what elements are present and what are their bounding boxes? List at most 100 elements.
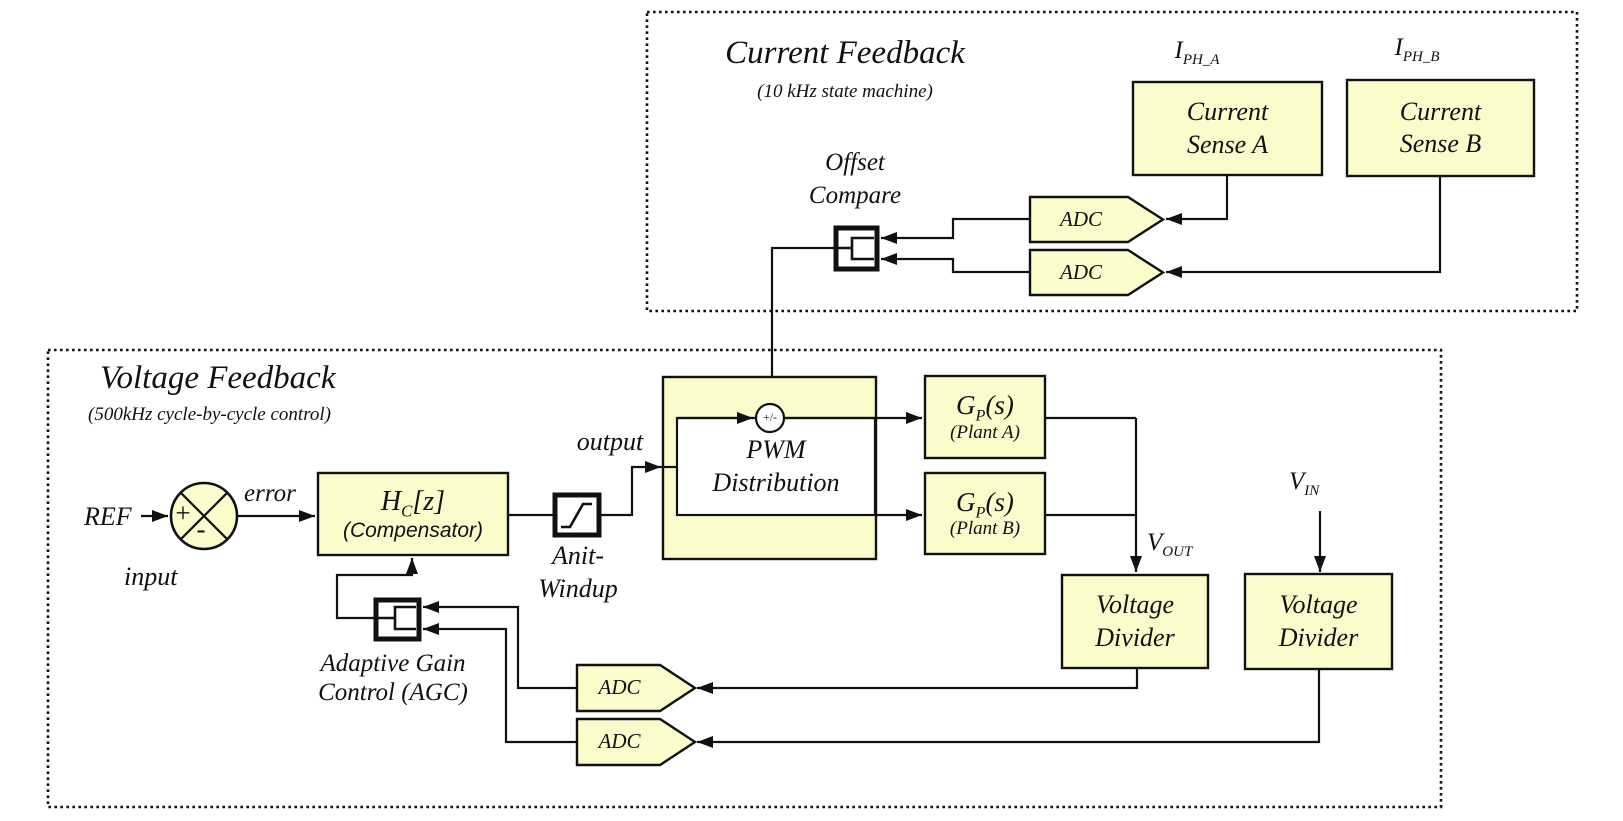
- plant-b-label: GP(s) (Plant B): [925, 473, 1045, 554]
- vin-main: V: [1289, 468, 1305, 495]
- offset-compare-label: Offset Compare: [790, 146, 920, 212]
- vd-in-line1: Voltage: [1279, 590, 1358, 619]
- anti-windup-line2: Windup: [538, 573, 618, 603]
- agc-line2: Control (AGC): [318, 679, 468, 706]
- sum-plus-sign: +: [175, 498, 191, 528]
- wire-adc-a-to-offset-compare: [881, 217, 1030, 244]
- current-sense-b-line1: Current: [1399, 96, 1482, 126]
- wire-antiwindup-to-pwm: [601, 461, 661, 517]
- label-iph-b: IPH_B: [1352, 33, 1482, 65]
- agc-line1: Adaptive Gain: [320, 650, 466, 677]
- label-vout: VOUT: [1147, 528, 1193, 560]
- plant-a-box: [923, 374, 1047, 460]
- voltage-divider-in-label: Voltage Divider: [1245, 574, 1392, 669]
- plant-b-caption: (Plant B): [949, 518, 1021, 540]
- current-feedback-section-border: [645, 10, 1579, 313]
- compensator-caption: (Compensator): [342, 519, 484, 543]
- voltage-feedback-title: Voltage Feedback: [100, 360, 336, 396]
- iph-a-main: I: [1174, 37, 1183, 64]
- voltage-divider-out-label: Voltage Divider: [1062, 575, 1208, 668]
- plant-b-rest: (s): [985, 486, 1014, 517]
- pwm-sum-sign: +/-: [762, 410, 778, 424]
- iph-a-sub: PH_A: [1182, 52, 1220, 68]
- iph-b-sub: PH_B: [1402, 49, 1440, 65]
- pwm-line1: PWM: [746, 435, 806, 464]
- current-feedback-title: Current Feedback: [725, 35, 965, 71]
- offset-compare-line1: Offset: [825, 149, 885, 176]
- vin-sub: IN: [1304, 483, 1320, 499]
- voltage-feedback-section-border: [46, 348, 1443, 809]
- agc-label: Adaptive Gain Control (AGC): [302, 649, 484, 707]
- plant-a-rest: (s): [985, 390, 1014, 421]
- plant-a-label: GP(s) (Plant A): [925, 376, 1045, 458]
- wire-offset-compare-to-pwm: [770, 246, 834, 376]
- offset-compare-glyph: [834, 236, 874, 261]
- adc-current-a-shape: [1028, 195, 1166, 244]
- voltage-divider-in-box: [1243, 572, 1394, 671]
- current-sense-a-line1: Current: [1186, 97, 1269, 126]
- compensator-formula: HC[z]: [381, 485, 445, 519]
- adc-current-b-label: ADC: [1060, 259, 1102, 284]
- current-sense-a-line2: Sense A: [1186, 129, 1269, 159]
- adc-current-a-label: ADC: [1060, 206, 1102, 231]
- compensator-box: [316, 471, 510, 557]
- wire-divider-out-to-adc1: [697, 668, 1139, 694]
- adc-current-b-shape: [1028, 248, 1166, 297]
- compensator-rest: [z]: [412, 485, 446, 517]
- vd-in-line2: Divider: [1278, 622, 1359, 652]
- wire-sense-a-to-adc: [1166, 175, 1229, 225]
- pwm-distribution-label: PWM Distribution: [677, 418, 875, 515]
- current-feedback-subtitle: (10 kHz state machine): [757, 81, 933, 102]
- current-sense-b-line2: Sense B: [1399, 129, 1482, 158]
- plant-b-sub: P: [975, 503, 986, 522]
- pwm-line2: Distribution: [712, 467, 840, 497]
- current-sense-b-box: [1345, 78, 1536, 178]
- adc-voltage-1-shape: [575, 663, 698, 713]
- anti-windup-line1: Anit-: [552, 541, 604, 570]
- iph-b-main: I: [1394, 34, 1403, 61]
- compensator-sub: C: [401, 501, 413, 521]
- anti-windup-label: Anit- Windup: [512, 540, 644, 605]
- sum-minus-sign: -: [196, 514, 206, 544]
- plant-b-formula: GP(s): [956, 486, 1014, 522]
- wire-adc1-to-agc: [423, 601, 577, 690]
- output-label: output: [576, 427, 644, 456]
- vd-out-line1: Voltage: [1096, 590, 1174, 619]
- compensator-main: H: [380, 485, 402, 517]
- compensator-label: HC[z] (Compensator): [318, 473, 508, 555]
- vout-sub: OUT: [1162, 544, 1193, 560]
- pwm-sum-circle: [754, 402, 786, 434]
- input-label: input: [124, 562, 178, 591]
- voltage-feedback-subtitle: (500kHz cycle-by-cycle control): [88, 404, 331, 425]
- plant-b-main: G: [956, 486, 976, 517]
- error-label: error: [244, 480, 296, 507]
- ref-label: REF: [84, 502, 132, 531]
- wire-sense-b-to-adc: [1166, 176, 1442, 278]
- voltage-divider-out-box: [1060, 573, 1210, 670]
- wire-agc-to-compensator: [335, 558, 418, 620]
- label-vin: VIN: [1289, 467, 1320, 499]
- plant-a-sub: P: [975, 406, 986, 425]
- function-glyphs: [372, 236, 874, 631]
- vd-out-line2: Divider: [1095, 622, 1175, 652]
- current-sense-b-label: Current Sense B: [1347, 80, 1534, 176]
- agc-glyph: [372, 605, 416, 631]
- plant-a-formula: GP(s): [956, 389, 1014, 423]
- adc-voltage-2-shape: [575, 717, 698, 767]
- wire-divider-in-to-adc2: [697, 669, 1321, 748]
- current-sense-a-label: Current Sense A: [1133, 82, 1322, 175]
- adc-voltage-2-label: ADC: [598, 729, 641, 754]
- wires: [141, 175, 1442, 748]
- saturation-glyph: [561, 502, 592, 529]
- wire-adc-b-to-offset-compare: [881, 253, 1030, 274]
- summing-junction: [169, 481, 239, 551]
- offset-compare-line2: Compare: [808, 182, 902, 209]
- plant-b-box: [923, 471, 1047, 556]
- wire-adc2-to-agc: [423, 623, 577, 744]
- adc-voltage-1-label: ADC: [598, 675, 641, 700]
- plant-a-caption: (Plant A): [950, 421, 1020, 443]
- label-iph-a: IPH_A: [1137, 36, 1257, 68]
- vout-main: V: [1147, 529, 1163, 556]
